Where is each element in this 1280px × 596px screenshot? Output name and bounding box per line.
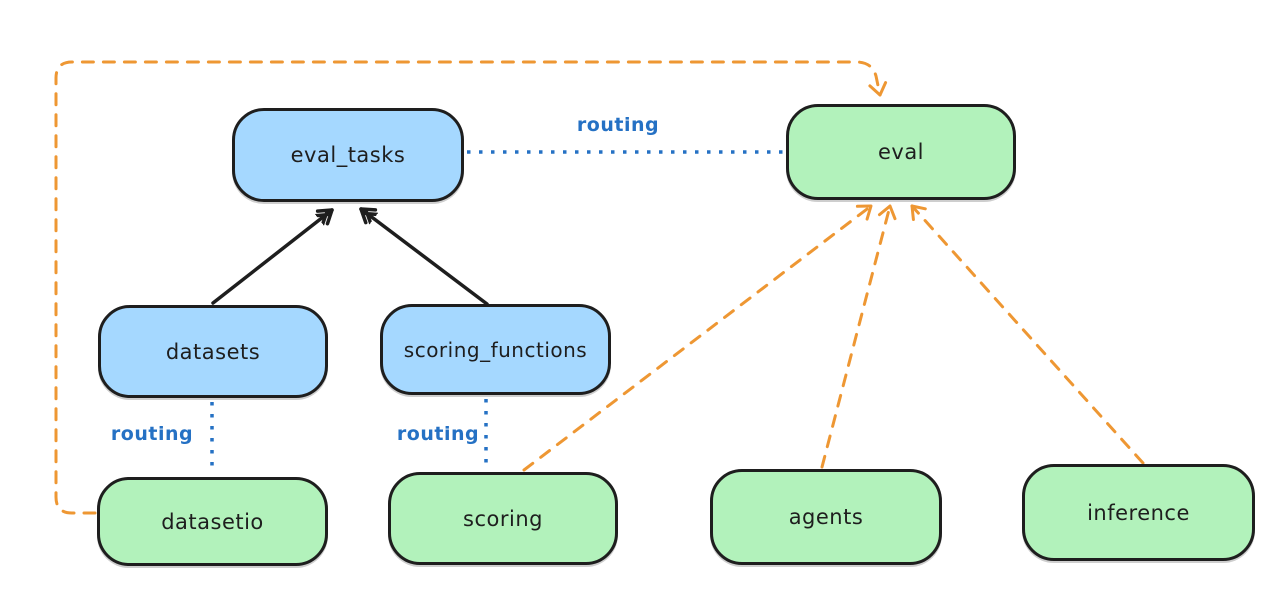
edge-scoring-to-eval (522, 204, 873, 472)
node-agents: agents (710, 469, 942, 565)
node-scoring-label: scoring (463, 506, 543, 531)
node-scoring-functions-label: scoring_functions (403, 337, 588, 362)
edge-agents-to-eval (820, 204, 897, 469)
edge-datasets-to-eval-tasks (211, 208, 334, 305)
node-datasets: datasets (98, 305, 328, 398)
node-eval: eval (786, 104, 1016, 200)
node-datasetio: datasetio (97, 477, 328, 566)
routing-label-eval-tasks-to-eval: routing (576, 114, 660, 136)
node-eval-tasks-label: eval_tasks (290, 143, 406, 167)
node-eval-label: eval (877, 140, 925, 164)
routing-label-scoring-functions-to-scoring: routing (396, 423, 480, 445)
node-scoring: scoring (388, 472, 618, 565)
node-datasets-label: datasets (165, 339, 261, 364)
edge-scoring-functions-to-eval-tasks (359, 207, 489, 306)
node-inference-label: inference (1087, 500, 1190, 525)
edge-inference-to-eval (910, 204, 1145, 465)
node-eval-tasks: eval_tasks (232, 108, 464, 202)
node-inference: inference (1022, 464, 1255, 561)
node-datasetio-label: datasetio (161, 509, 264, 534)
edge-datasetio-to-eval-loop (54, 60, 888, 515)
node-agents-label: agents (788, 505, 864, 529)
routing-label-datasets-to-datasetio: routing (110, 423, 194, 445)
node-scoring-functions: scoring_functions (380, 304, 611, 395)
